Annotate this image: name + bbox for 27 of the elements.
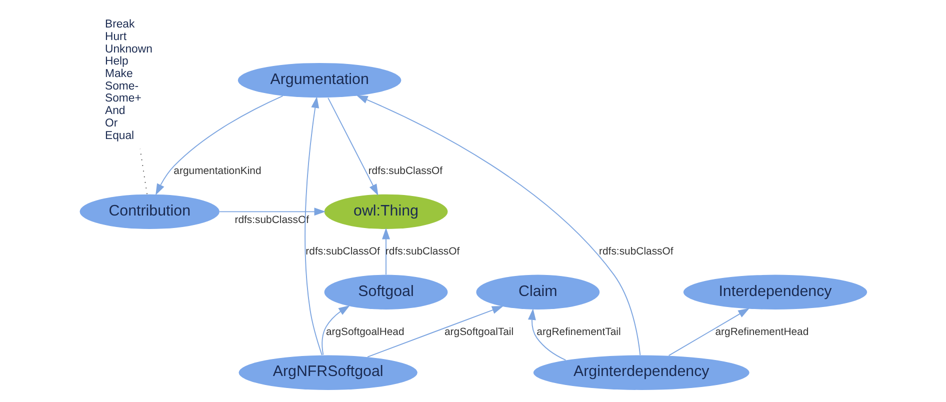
arrow — [356, 95, 640, 356]
arrow — [304, 96, 322, 356]
edge-label: argumentationKind — [173, 166, 261, 178]
node-ellipse: Arginterdependency — [532, 355, 749, 390]
node-text: Break Hurt Unknown Help Make Some- Some+ And Or Equal — [104, 18, 152, 142]
node-ellipse: Interdependency — [682, 274, 867, 310]
node-ellipse: ArgNFRSoftgoal — [238, 355, 417, 390]
arrow — [668, 308, 750, 356]
node-ellipse: owl:Thing — [324, 194, 448, 229]
arrow — [155, 95, 283, 196]
arrow — [321, 305, 350, 356]
arrow — [366, 306, 503, 358]
edge-label: rdfs:subClassOf — [368, 166, 442, 178]
edge-label: rdfs:subClassOf — [598, 246, 673, 258]
edge-label: argRefinementTail — [536, 327, 620, 338]
edge-label: argSoftgoalHead — [325, 327, 404, 338]
edge-label: argSoftgoalTail — [444, 327, 514, 338]
node-ellipse: Claim — [476, 274, 600, 310]
arrow — [527, 308, 566, 361]
node-ellipse: Argumentation — [237, 62, 401, 98]
arrow — [218, 208, 326, 216]
arrow — [327, 97, 378, 196]
edge-label: rdfs:subClassOf — [305, 246, 380, 258]
arrow — [382, 228, 390, 275]
node-ellipse: Softgoal — [324, 274, 448, 310]
node-ellipse: Contribution — [79, 194, 219, 229]
edge-label: argRefinementHead — [714, 327, 808, 338]
